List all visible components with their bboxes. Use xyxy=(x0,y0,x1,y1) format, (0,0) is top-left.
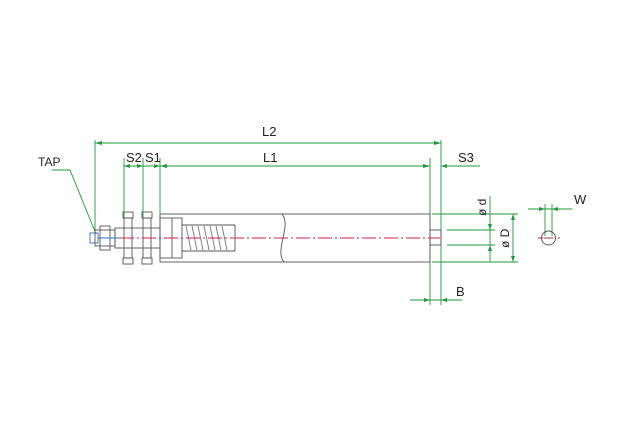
sprocket-2-tooth-bottom xyxy=(141,257,153,265)
arrow-s1-right xyxy=(154,164,160,168)
label-phi-d: ø d xyxy=(475,199,489,216)
tap-leader xyxy=(52,169,97,235)
arrow-D-top xyxy=(511,214,515,220)
label-l2: L2 xyxy=(262,124,276,139)
label-s1: S1 xyxy=(145,150,161,165)
tap-thread xyxy=(89,232,99,244)
arrow-l2-left xyxy=(95,141,102,145)
arrow-s2-left xyxy=(124,164,130,168)
arrow-l1-left xyxy=(160,164,167,168)
arrow-d-top xyxy=(488,224,492,230)
spring-coil xyxy=(197,225,204,251)
label-w: W xyxy=(574,192,587,207)
arrow-d-bottom xyxy=(488,245,492,251)
sprocket-2-tooth-top xyxy=(141,211,153,219)
label-s3: S3 xyxy=(458,150,474,165)
sprocket-1-tooth-bottom xyxy=(122,257,134,265)
label-l1: L1 xyxy=(263,150,277,165)
label-b: B xyxy=(456,284,465,299)
dimension-arrows xyxy=(95,141,558,302)
arrow-s3-left xyxy=(441,164,447,168)
spring-coil xyxy=(221,225,228,251)
arrow-D-bottom xyxy=(511,256,515,262)
arrow-w-right xyxy=(552,207,558,211)
labels: TAP L2 S2 S1 L1 S3 ø d ø D B W xyxy=(38,124,587,299)
arrow-s2-right xyxy=(137,164,143,168)
tap-detail xyxy=(89,232,120,244)
sprocket-1-tooth-top xyxy=(122,211,134,219)
label-tap: TAP xyxy=(38,155,60,169)
arrow-w-left xyxy=(539,207,545,211)
arrow-b-right xyxy=(441,298,447,302)
spring-coil xyxy=(203,225,210,251)
arrow-l2-right xyxy=(434,141,441,145)
shaft-end xyxy=(429,229,442,246)
label-s2: S2 xyxy=(126,150,142,165)
arrow-b-left xyxy=(424,298,430,302)
label-phi-D: ø D xyxy=(498,228,512,248)
arrow-l1-right xyxy=(423,164,430,168)
